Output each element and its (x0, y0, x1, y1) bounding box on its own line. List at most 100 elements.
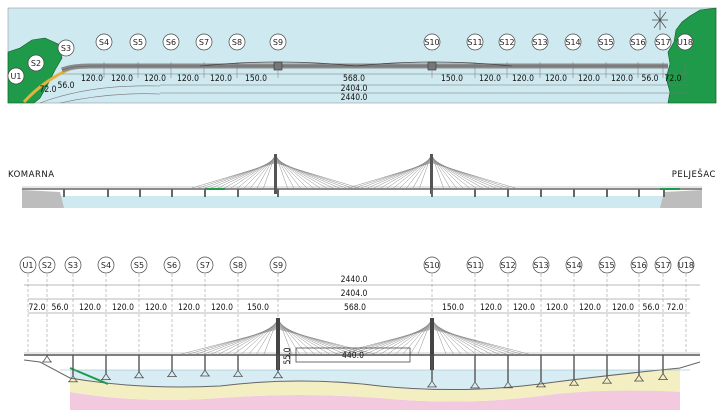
profile-pier-s12: S12 (499, 256, 517, 274)
pier-label: U1 (11, 72, 22, 81)
stay-cable (277, 325, 353, 355)
plan-pier-u1: U1 (7, 67, 25, 85)
stay-cable (218, 323, 279, 355)
stay-cable (431, 160, 503, 189)
stay-cable (431, 325, 507, 355)
pier-label: S17 (655, 261, 670, 270)
profile-pier-s14: S14 (565, 256, 583, 274)
profile-stay-cables (181, 317, 529, 355)
elevation-piers (63, 189, 665, 197)
plan-total-inner: 2404.0 (341, 84, 368, 94)
profile-pier-s15: S15 (598, 256, 616, 274)
stay-cable (181, 328, 279, 355)
stay-cable (360, 160, 432, 189)
pier-label: S14 (565, 38, 580, 47)
profile-piers (42, 355, 668, 389)
profile-span-length: 120.0 (178, 303, 200, 313)
profile-span-length: 120.0 (79, 303, 101, 313)
clearance-height: 55.0 (283, 347, 293, 364)
profile-pier-s4: S4 (97, 256, 115, 274)
pier-label: S17 (655, 38, 670, 47)
profile-pink-layer (70, 380, 680, 410)
plan-span-length: 150.0 (245, 74, 267, 84)
elevation-pier (107, 189, 109, 197)
elevation-pier (139, 189, 141, 197)
pier-label: S4 (99, 38, 109, 47)
plan-cables (199, 61, 513, 67)
pier-circle (466, 256, 484, 274)
pier-circle (195, 33, 213, 51)
profile-pier (273, 355, 283, 379)
plan-pier-s10: S10 (423, 33, 441, 51)
elevation-pier (663, 189, 665, 197)
profile-span-length: 120.0 (612, 303, 634, 313)
pier-label: S10 (424, 261, 439, 270)
plan-span-length: 120.0 (578, 74, 600, 84)
elevation-pier (171, 189, 173, 197)
plan-span-length: 568.0 (343, 74, 365, 84)
plan-pier-s16: S16 (629, 33, 647, 51)
plan-pier-s11: S11 (466, 33, 484, 51)
plan-pier-s12: S12 (498, 33, 516, 51)
stay-cable (196, 326, 279, 355)
profile-span-length: 150.0 (247, 303, 269, 313)
profile-pier (233, 355, 243, 377)
pier-circle (57, 39, 75, 57)
profile-pier (503, 355, 513, 389)
pier-label: S8 (232, 38, 242, 47)
profile-span-length: 72.0 (28, 303, 45, 313)
stay-cable (431, 328, 529, 355)
profile-span-length: 72.0 (666, 303, 683, 313)
pier-label: S2 (42, 261, 52, 270)
plan-pier-s3: S3 (57, 39, 75, 57)
profile-sand-layer (70, 368, 680, 402)
pier-label: S10 (424, 38, 439, 47)
elevation-pier (204, 189, 206, 197)
pier-circle (19, 256, 37, 274)
profile-pier (101, 355, 111, 381)
pier-label: S12 (500, 261, 515, 270)
profile-pier (470, 355, 480, 389)
plan-span-length: 56.0 (641, 74, 658, 84)
stay-cable (275, 160, 347, 189)
profile-pier-guides (27, 274, 687, 355)
stay-cable (431, 326, 514, 355)
elevation-pier (237, 189, 239, 197)
plan-sea (7, 7, 717, 104)
pier-circle (269, 33, 287, 51)
pier-circle (423, 256, 441, 274)
profile-pier-s5: S5 (130, 256, 148, 274)
elevation-pier (606, 189, 608, 197)
stay-cable (431, 327, 522, 355)
pier-circle (269, 256, 287, 274)
plan-span-length: 120.0 (479, 74, 501, 84)
stay-cable (277, 326, 360, 355)
plan-span-length: 150.0 (441, 74, 463, 84)
plan-span-length: 120.0 (177, 74, 199, 84)
pier-circle (196, 256, 214, 274)
pier-circle (498, 33, 516, 51)
profile-span-length: 120.0 (513, 303, 535, 313)
pier-circle (532, 256, 550, 274)
stay-cable (347, 162, 432, 189)
profile-pylon-s9 (276, 318, 280, 370)
plan-span-length: 72.0 (39, 85, 56, 95)
plan-pier-s5: S5 (129, 33, 147, 51)
profile-pier-u18: U18 (677, 256, 695, 274)
profile-green-bank (69, 367, 109, 385)
stay-cable (354, 161, 432, 189)
pier-label: S16 (630, 38, 645, 47)
plan-span-length: 72.0 (664, 74, 681, 84)
stay-cable (342, 327, 433, 355)
elevation-pylon-s10 (430, 154, 433, 194)
profile-span-length: 120.0 (546, 303, 568, 313)
pier-circle (229, 256, 247, 274)
elevation-pier (573, 189, 575, 197)
plan-pier-s17: S17 (654, 33, 672, 51)
stay-cable (275, 160, 340, 189)
profile-pier-s16: S16 (630, 256, 648, 274)
profile-pier (602, 355, 612, 384)
